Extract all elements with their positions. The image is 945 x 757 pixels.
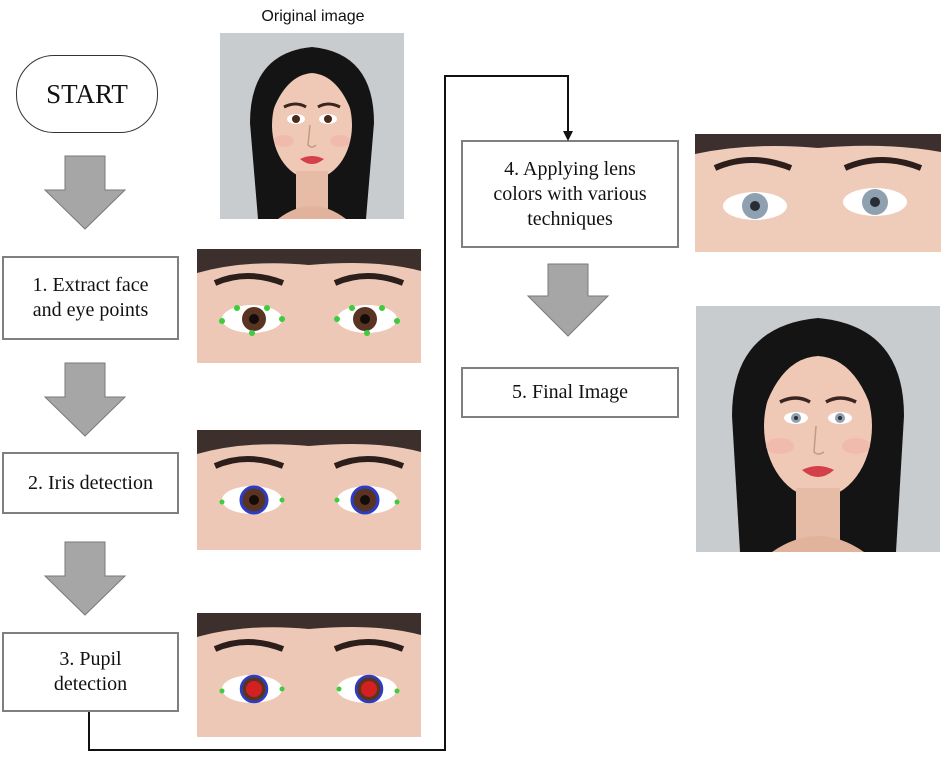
step-2-label: 2. Iris detection [28, 471, 153, 494]
block-arrow-step-1-to-step-2 [43, 362, 127, 437]
step-1-label-line-2: and eye points [32, 299, 149, 321]
step-3-label-line-1: 3. Pupil [59, 648, 122, 670]
step-5-box: 5. Final Image [461, 367, 679, 418]
step-3-box: 3. Pupil detection [2, 632, 179, 712]
eye-landmarks-image [197, 249, 421, 363]
step-4-label-line-2: colors with various [493, 182, 647, 205]
block-arrow-step-4-to-step-5 [526, 263, 610, 337]
step-4-box: 4. Applying lens colors with various tec… [461, 140, 679, 248]
final-portrait-image [696, 306, 940, 552]
pupil-detection-image [197, 613, 421, 737]
original-image-caption: Original image [261, 8, 365, 25]
step-1-box: 1. Extract face and eye points [2, 256, 179, 340]
iris-detection-image [197, 430, 421, 550]
start-node: START [16, 55, 158, 133]
original-portrait-image [220, 33, 404, 219]
step-2-box: 2. Iris detection [2, 452, 179, 514]
block-arrow-start-to-step-1 [43, 155, 127, 230]
block-arrow-step-2-to-step-3 [43, 541, 127, 616]
step-4-label-line-1: 4. Applying lens [504, 157, 636, 180]
step-3-label-line-2: detection [53, 673, 128, 695]
step-5-label: 5. Final Image [511, 381, 629, 403]
lens-color-eyes-image [695, 134, 941, 252]
step-4-label-line-3: techniques [527, 207, 613, 230]
step-1-label-line-1: 1. Extract face [32, 274, 149, 296]
